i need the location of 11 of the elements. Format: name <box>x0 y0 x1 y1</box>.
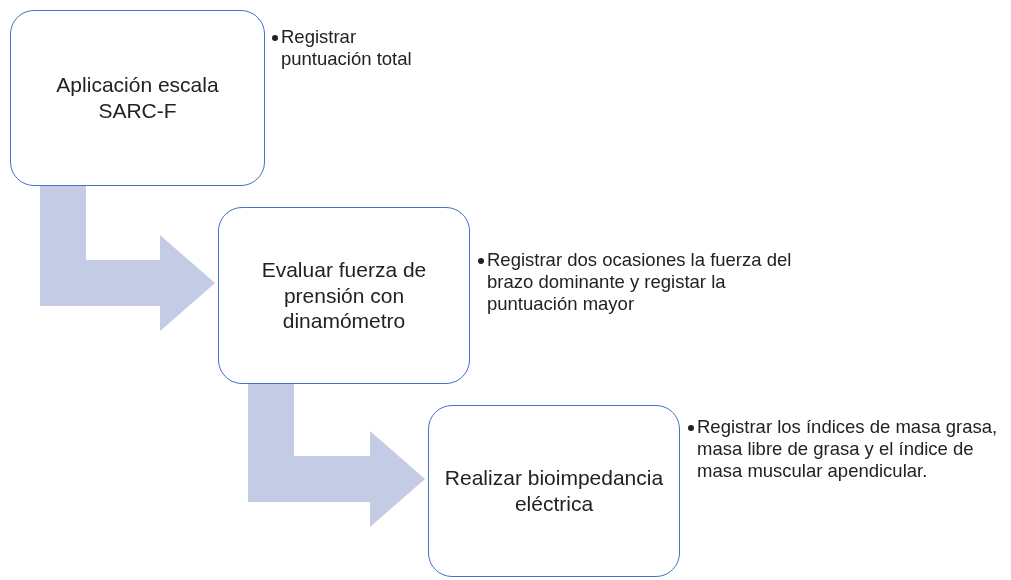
note-text: Registrar dos ocasiones la fuerza del brazo dominante y registar la puntuación mayor <box>487 249 793 316</box>
step-label: Aplicación escala SARC-F <box>55 72 220 124</box>
process-box <box>428 405 680 577</box>
step-label: Realizar bioimpedancia eléctrica <box>443 465 665 517</box>
note-text: Registrar los índices de masa grasa, masa libre de grasa y el índice de masa muscular apendicular. <box>697 416 999 483</box>
note-text: Registrar puntuación total <box>281 26 413 71</box>
step-label: Evaluar fuerza de prensión con dinamómetro <box>260 257 428 334</box>
process-box <box>10 10 265 186</box>
bent-arrow <box>248 384 425 527</box>
process-box <box>218 207 470 384</box>
bent-arrow <box>40 186 215 332</box>
